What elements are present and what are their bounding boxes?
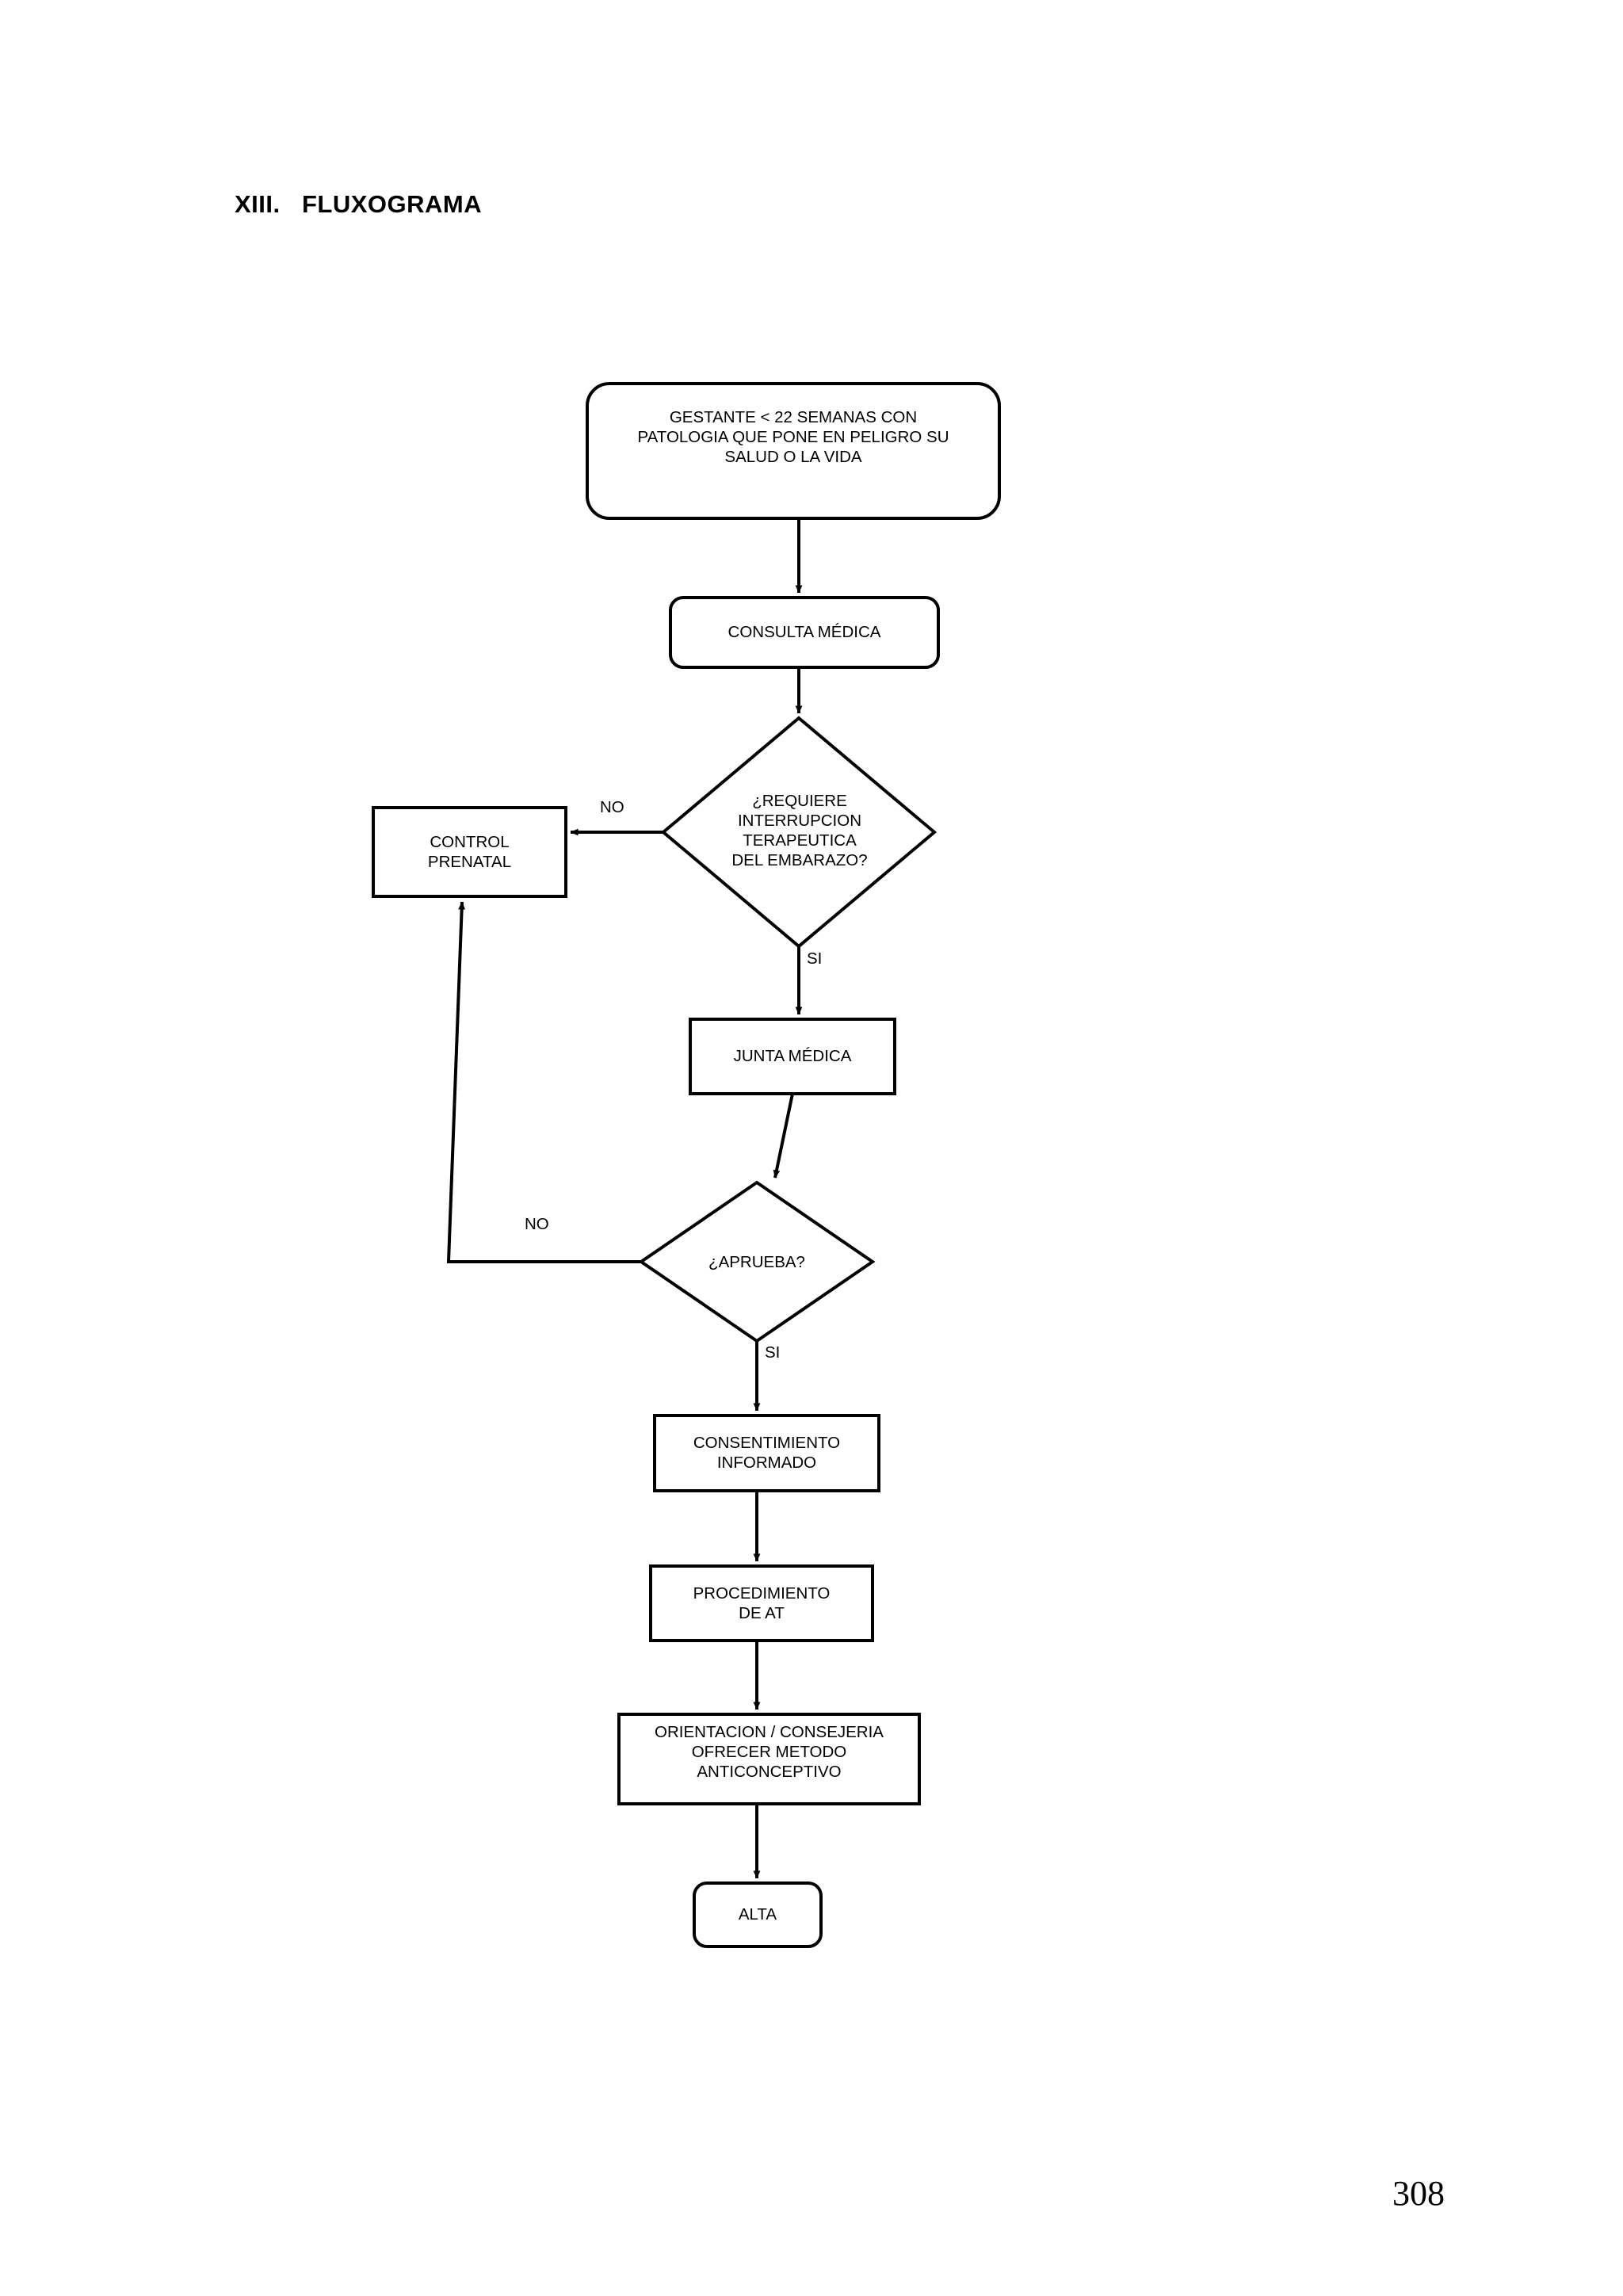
node-orientacion-consejeria-shape xyxy=(617,1713,921,1805)
node-control-prenatal-shape xyxy=(372,806,567,898)
node-requiere-ite-shape xyxy=(660,716,938,949)
node-consentimiento-informado-shape xyxy=(653,1414,880,1492)
node-procedimiento-at-shape xyxy=(649,1564,874,1642)
edge-label-aprueba-si: SI xyxy=(765,1343,781,1362)
edge-junta-medica-to-aprueba xyxy=(773,1093,794,1179)
edge-label-aprueba-no: NO xyxy=(525,1215,549,1233)
node-start-shape xyxy=(586,382,1001,520)
node-consulta-medica-shape xyxy=(669,596,940,669)
edge-label-requiere-si: SI xyxy=(807,949,823,968)
edge-aprueba-no-to-control-prenatal xyxy=(446,901,641,1263)
page-number: 308 xyxy=(1392,2174,1445,2213)
page-title: XIII. FLUXOGRAMA xyxy=(235,190,483,218)
node-alta-shape xyxy=(693,1881,823,1948)
edge-label-requiere-no: NO xyxy=(600,798,624,816)
node-junta-medica-shape xyxy=(689,1018,896,1095)
node-aprueba-shape xyxy=(638,1180,876,1343)
